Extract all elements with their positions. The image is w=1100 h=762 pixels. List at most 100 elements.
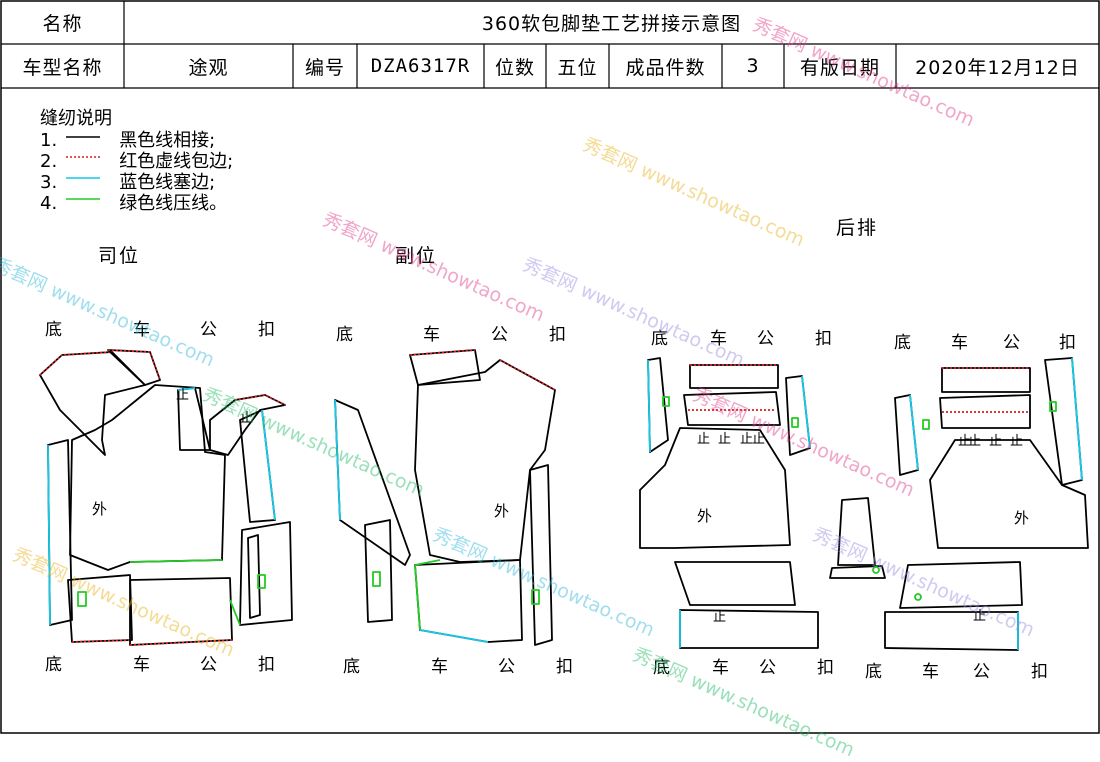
rear-right-bottom-pad [899,561,1023,609]
rear-left-top-public-mark: 公 [757,329,774,349]
legend-item-4-num: 4. [40,193,58,214]
rear-right-bottom-skirt [884,611,1019,651]
rear-right-bottom-bottom-mark: 底 [865,662,882,682]
pieces-label: 成品件数 [625,56,706,79]
section-passenger-label: 副位 [395,245,438,267]
rear-left-bottom-buckle-mark: 扣 [817,658,834,678]
rear-left-top-buckle-mark: 扣 [815,329,832,349]
code-label: 编号 [304,56,345,79]
passenger-top-bottom-mark: 底 [336,325,353,345]
rear-right-green-dot [914,593,922,601]
passenger-bottom-car-mark: 车 [431,657,448,677]
rear-right-top-bottom-mark: 底 [894,333,911,353]
rear-left-bottom-bottom-mark: 底 [653,658,670,678]
legend-title: 缝纫说明 [40,108,112,129]
date-label: 有版日期 [799,56,880,79]
driver-bottom-buckle-mark: 扣 [258,655,275,675]
passenger-top-public-mark: 公 [491,325,508,345]
rear-right-mat [884,357,1089,651]
seats-label: 位数 [494,56,535,79]
driver-bottom-pad [129,577,233,646]
rear-right-bottom-car-mark: 车 [922,662,939,682]
passenger-main-body [414,359,556,563]
rear-left-stop-mark-2: 止 [718,432,732,447]
rear-left-stop-mark-4: 止 [752,432,766,447]
rear-left-bottom-pad [674,561,796,606]
rear-left-bottom-car-mark: 车 [712,658,729,678]
legend-item-1: 1. 黑色线相接; [40,126,215,152]
driver-right-green-slot [257,574,266,589]
legend-item-2: 2.红色虚线包边; [40,147,233,173]
rear-right-top-buckle-mark: 扣 [1059,333,1076,353]
passenger-mat [334,349,556,646]
pieces-value: 3 [746,55,760,77]
rear-right-outer-mark: 外 [1014,509,1030,527]
rear-right-bottom-public-mark: 公 [973,662,990,682]
legend-item-2-text: 红色虚线包边; [119,151,234,172]
passenger-bottom-buckle-mark: 扣 [556,657,573,677]
passenger-top-buckle-mark: 扣 [549,325,566,345]
rear-right-green-slot-1 [922,419,930,430]
header-grid [1,1,1099,89]
driver-stop-mark-2: 止 [240,411,254,426]
legend-item-3-text: 蓝色线塞边; [119,172,216,193]
rear-left-bottom-public-mark: 公 [759,658,776,678]
rear-left-top-bottom-mark: 底 [651,329,668,349]
driver-top-bottom-mark: 底 [45,320,62,340]
rear-left-side-strip [647,357,669,453]
driver-bottom-bottom-mark: 底 [45,655,62,675]
rear-left-top-car-mark: 车 [710,329,727,349]
rear-right-stop-mark-2: 止 [968,434,982,449]
passenger-green-slot [372,571,381,587]
rear-left-outer-mark: 外 [697,507,713,525]
rear-left-stop-mark-3: 止 [740,432,754,447]
car-model-value: 途观 [188,56,229,79]
seats-value: 五位 [557,56,598,79]
rear-left-green-slot-2 [791,417,799,428]
legend-item-4-text: 绿色线压线。 [119,193,228,214]
section-driver-label: 司位 [98,245,141,267]
car-model-label: 车型名称 [22,56,103,79]
rear-left-top-panel [689,364,779,389]
driver-top-buckle-mark: 扣 [258,320,275,340]
legend-item-3: 3.蓝色线塞边; [40,168,215,194]
sheet-border [0,0,1100,734]
section-rear-label: 后排 [836,217,879,239]
rear-right-stop-mark-4: 止 [1010,434,1024,449]
pattern-sheet [0,0,1100,734]
passenger-top-car-mark: 车 [423,325,440,345]
rear-right-top-public-mark: 公 [1003,333,1020,353]
rear-right-center-hump [939,394,1031,429]
rear-right-main-floor [929,439,1089,549]
driver-bottom-car-mark: 车 [133,655,150,675]
passenger-right-strip [529,464,553,646]
rear-right-green-slot-2 [1049,401,1057,412]
sheet-title: 360软包脚垫工艺拼接示意图 [481,13,742,35]
driver-bottom-public-mark: 公 [200,655,217,675]
rear-right-top-car-mark: 车 [951,333,968,353]
driver-mat [39,349,293,646]
rear-left-green-slot-1 [662,396,670,407]
rear-right-stop-mark-3: 止 [989,434,1003,449]
driver-outer-mark: 外 [92,500,108,518]
center-green-dot [872,566,880,574]
driver-right-lower-assembly [239,521,293,626]
driver-upper-left-panel [39,351,146,456]
rear-center-piece [829,497,886,579]
rear-left-mat [639,357,819,649]
name-label: 名称 [42,13,83,35]
rear-left-stop-mark-1: 止 [697,432,711,447]
legend-item-1-num: 1. [40,130,58,151]
rear-right-top-panel [941,367,1031,393]
rear-left-center-hump [683,391,781,426]
legend-samples [66,136,100,200]
driver-green-slot [77,591,87,607]
driver-top-public-mark: 公 [200,320,217,340]
legend-item-1-text: 黑色线相接; [119,130,216,151]
rear-left-main-floor [639,427,791,549]
passenger-outer-mark: 外 [494,502,510,520]
driver-top-car-mark: 车 [133,320,150,340]
legend-item-4: 4. 绿色线压线。 [40,189,227,215]
passenger-right-green-slot [531,589,540,605]
passenger-bottom-pad [414,559,523,643]
